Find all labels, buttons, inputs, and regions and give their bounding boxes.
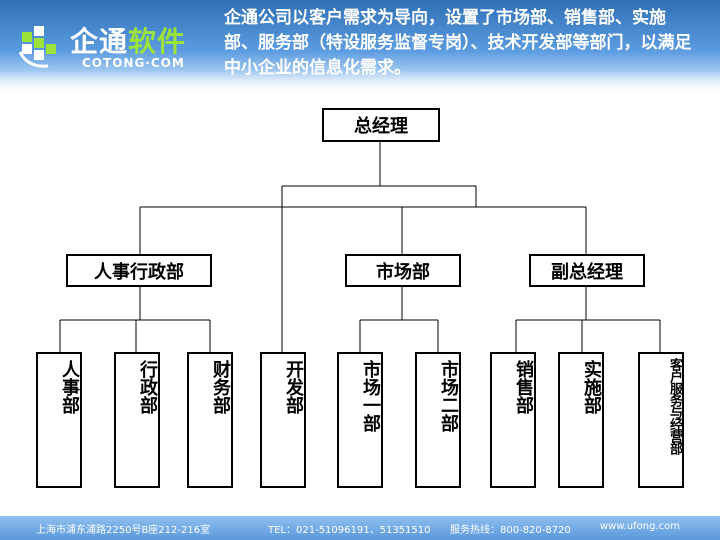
footer-tel: TEL：021-51096191、51351510 bbox=[268, 525, 431, 536]
logo-name: 企通软件 bbox=[70, 20, 186, 60]
footer-website: www.ufong.com bbox=[600, 521, 680, 532]
logo-name-part2: 软件 bbox=[128, 25, 187, 58]
org-leaf-market-2: 市场二部 bbox=[415, 352, 461, 488]
company-logo: 企通软件 COTONG·COM bbox=[18, 18, 200, 74]
org-node-hr-admin: 人事行政部 bbox=[66, 254, 212, 287]
org-leaf-customer-service: 客户服务与经营部 bbox=[638, 352, 684, 488]
logo-subtitle: COTONG·COM bbox=[82, 56, 185, 70]
footer-hotline: 服务热线：800-820-8720 bbox=[450, 525, 571, 536]
footer-address: 上海市浦东浦路2250号B座212-216室 bbox=[36, 525, 211, 536]
org-leaf-market-1: 市场一部 bbox=[337, 352, 383, 488]
org-leaf-admin: 行政部 bbox=[114, 352, 160, 488]
footer-bar: 上海市浦东浦路2250号B座212-216室 TEL：021-51096191、… bbox=[0, 516, 720, 540]
org-leaf-hr: 人事部 bbox=[36, 352, 82, 488]
intro-text: 企通公司以客户需求为导向，设置了市场部、销售部、实施部、服务部（特设服务监督专岗… bbox=[224, 8, 692, 78]
org-node-root: 总经理 bbox=[322, 108, 440, 142]
header-swoosh bbox=[0, 70, 720, 100]
org-leaf-finance: 财务部 bbox=[187, 352, 233, 488]
org-node-deputy-gm: 副总经理 bbox=[529, 254, 645, 287]
org-leaf-sales: 销售部 bbox=[490, 352, 536, 488]
logo-icon bbox=[18, 26, 56, 68]
org-leaf-implementation: 实施部 bbox=[558, 352, 604, 488]
org-leaf-development: 开发部 bbox=[260, 352, 306, 488]
logo-name-part1: 企通 bbox=[70, 25, 129, 58]
org-node-marketing: 市场部 bbox=[345, 254, 461, 287]
